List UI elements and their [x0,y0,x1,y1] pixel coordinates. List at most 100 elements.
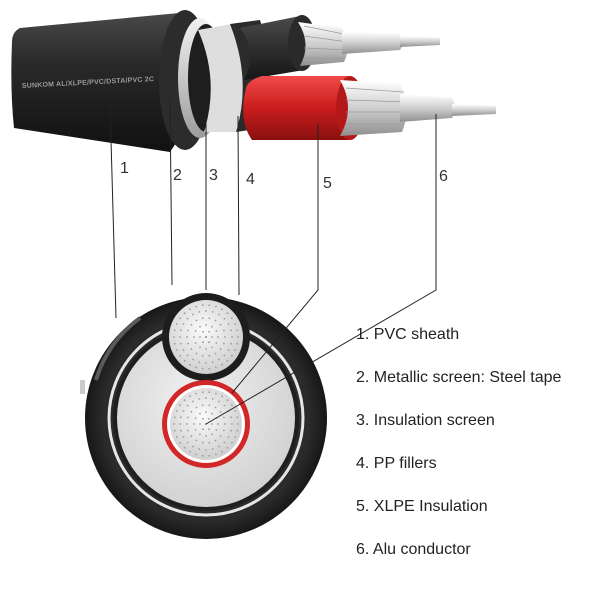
conductor-strand [219,323,222,326]
conductor-strand [218,358,220,361]
conductor-strand [180,342,182,345]
conductor-strand [236,329,239,332]
conductor-strand [215,429,218,431]
conductor-strand [218,313,220,316]
conductor-strand [202,341,204,344]
conductor-strand [173,342,176,345]
conductor-strand [180,416,182,419]
conductor-strand [202,417,204,420]
conductor-strand [199,336,201,338]
conductor-strand [208,441,211,444]
conductor-strand [201,367,204,370]
conductor-strand [186,404,189,407]
conductor-strand [201,354,204,357]
conductor-strand [208,304,211,307]
sheath-side-mark [80,380,85,394]
conductor-strand [175,436,178,438]
conductor-strand [236,429,239,432]
conductor-strand [205,336,207,338]
conductor-strand [186,441,189,444]
conductor-strand [202,428,204,431]
cable-perspective: SUNKOM AL/XLPE/PVC/DSTA/PVC 2C [11,10,496,152]
conductor-strand [211,361,214,363]
bottom-conductor-strand-pattern [173,391,239,457]
conductor-strand [234,410,237,412]
conductor-strand [187,416,190,419]
conductor-strand [193,336,195,338]
conductor-strand [175,410,178,412]
conductor-strand [208,404,211,407]
conductor-strand [223,429,225,432]
conductor-strand [211,346,213,349]
conductor-strand [195,305,198,308]
conductor-strand [223,416,225,419]
pointer-number-2: 2 [173,167,182,184]
pointer-line-1 [109,103,117,319]
conductor-strand [217,423,219,425]
pointer-number-5: 5 [323,175,332,192]
conductor-strand [205,362,207,364]
conductor-strand [211,448,214,450]
conductor-strand [226,399,229,402]
insulation-screen-band [198,24,244,132]
conductor-strand [205,411,207,413]
conductor-strand [224,423,226,425]
conductor-strand [175,349,178,351]
conductor-strand [236,342,239,345]
conductor-strand [186,336,188,338]
conductor-strand [199,433,201,436]
conductor-strand [180,329,182,332]
conductor-strand [214,319,217,322]
conductor-strand [195,406,198,409]
conductor-strand [187,342,190,345]
bottom-conductor-tip1 [400,94,455,122]
conductor-strand [194,417,197,419]
conductor-strand [198,398,201,400]
conductor-strand [186,317,189,320]
conductor-strand [208,341,210,344]
conductor-strand [201,391,204,394]
conductor-strand [208,454,211,457]
conductor-strand [221,308,223,311]
conductor-strand [186,354,189,357]
conductor-strand [230,416,233,419]
conductor-strand [183,312,186,315]
conductor-strand [214,439,217,442]
conductor-strand [230,429,233,432]
legend-item-xlpe-insulation: 5. XLPE Insulation [356,498,488,515]
conductor-strand [179,423,181,425]
conductor-strand [215,305,217,308]
conductor-strand [215,330,218,332]
conductor-strand [208,391,211,394]
conductor-strand [173,429,176,432]
pointer-line-4 [237,115,240,296]
conductor-strand [223,317,226,320]
conductor-strand [211,325,213,328]
conductor-strand [179,404,182,407]
conductor-strand [208,428,210,431]
top-conductor-tip1 [342,32,403,54]
conductor-strand [231,423,233,425]
conductor-strand [221,363,223,366]
conductor-strand [201,404,204,407]
conductor-strand [199,325,201,328]
red-core-insulation [243,76,356,140]
top-conductor-strands [298,22,348,66]
conductor-strand [208,367,211,370]
conductor-strand [227,349,230,351]
conductor-strand [183,446,186,449]
conductor-strand [195,453,198,456]
conductor-strand [189,308,191,311]
conductor-strand [215,366,217,369]
conductor-strand [195,392,198,395]
outer-sheath-body [11,12,197,152]
conductor-strand [211,311,214,313]
conductor-strand [205,435,207,437]
conductor-strand [195,319,198,322]
conductor-strand [223,404,226,407]
conductor-strand [215,342,218,344]
conductor-strand [182,323,185,325]
top-conductor-strand-pattern [173,304,239,370]
conductor-strand [173,423,175,425]
conductor-strand [205,310,207,312]
